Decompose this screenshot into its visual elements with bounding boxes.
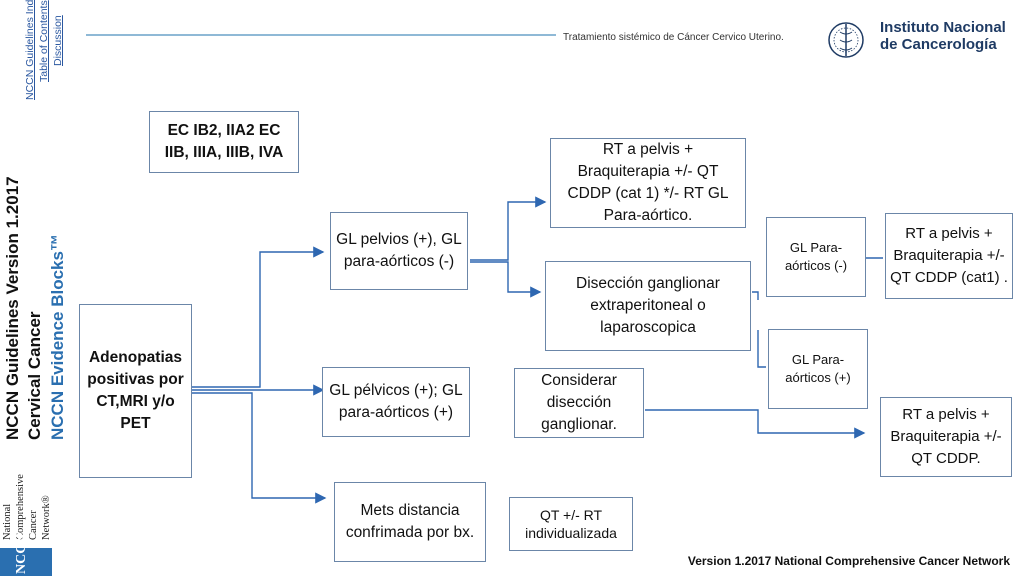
- institution-logo-icon: [828, 22, 864, 58]
- box-gl-para-pos-text: GL Para-aórticos (+): [785, 352, 851, 385]
- box-gl-pelvic-pos-para-neg: GL pelvios (+), GL para-aórticos (-): [330, 212, 468, 290]
- box-rt-pelvis-cddp-text: RT a pelvis + Braquiterapia +/- QT CDDP.: [890, 406, 1002, 467]
- box-diseccion-ganglionar-text: Disección ganglionar extraperitoneal o l…: [576, 275, 720, 336]
- box-mets-distancia: Mets distancia confrimada por bx.: [334, 482, 486, 562]
- box-qt-rt: QT +/- RT individualizada: [509, 497, 633, 551]
- box-rt-pelvis-cddp: RT a pelvis + Braquiterapia +/- QT CDDP.: [880, 397, 1012, 477]
- box-rt-pelvis-top-text: RT a pelvis + Braquiterapia +/- QT CDDP …: [567, 141, 729, 224]
- box-diseccion-ganglionar: Disección ganglionar extraperitoneal o l…: [545, 261, 751, 351]
- start-box-text: Adenopatias positivas por CT,MRI y/o PET: [87, 349, 184, 432]
- nccn-sidebar: NCCN Guidelines Index Table of Contents …: [0, 0, 76, 576]
- box-rt-pelvis-cat1: RT a pelvis + Braquiterapia +/- QT CDDP …: [885, 213, 1013, 299]
- box-rt-pelvis-cat1-text: RT a pelvis + Braquiterapia +/- QT CDDP …: [890, 225, 1008, 286]
- box-rt-pelvis-top: RT a pelvis + Braquiterapia +/- QT CDDP …: [550, 138, 746, 228]
- box-gl-para-neg-text: GL Para-aórticos (-): [784, 240, 848, 273]
- stage-box: EC IB2, IIA2 EC IIB, IIIA, IIIB, IVA: [149, 111, 299, 173]
- box-gl-pelvic-pos-para-pos: GL pélvicos (+); GL para-aórticos (+): [322, 367, 470, 437]
- footer-version: Version 1.2017 National Comprehensive Ca…: [687, 554, 1010, 568]
- box-gl-pelvic-pos-para-pos-text: GL pélvicos (+); GL para-aórticos (+): [329, 382, 463, 421]
- stage-box-text: EC IB2, IIA2 EC IIB, IIIA, IIIB, IVA: [164, 122, 284, 161]
- box-qt-rt-text: QT +/- RT individualizada: [525, 507, 617, 541]
- box-gl-pelvic-pos-para-neg-text: GL pelvios (+), GL para-aórticos (-): [336, 231, 462, 270]
- box-mets-distancia-text: Mets distancia confrimada por bx.: [345, 502, 475, 541]
- header-divider: [86, 34, 556, 36]
- institution-name-line2: de Cancerología: [880, 36, 997, 53]
- box-considerar-diseccion: Considerar disección ganglionar.: [514, 368, 644, 438]
- nccn-logo-block: NCCN: [0, 534, 52, 576]
- start-box-adenopatias: Adenopatias positivas por CT,MRI y/o PET: [79, 304, 192, 478]
- institution-name: Instituto Nacional de Cancerología: [880, 19, 1006, 53]
- box-gl-para-pos: GL Para-aórticos (+): [768, 329, 868, 409]
- box-considerar-diseccion-text: Considerar disección ganglionar.: [541, 372, 617, 433]
- institution-name-line1: Instituto Nacional: [880, 19, 1006, 36]
- page-subtitle: Tratamiento sistémico de Cáncer Cervico …: [563, 32, 784, 43]
- box-gl-para-neg: GL Para-aórticos (-): [766, 217, 866, 297]
